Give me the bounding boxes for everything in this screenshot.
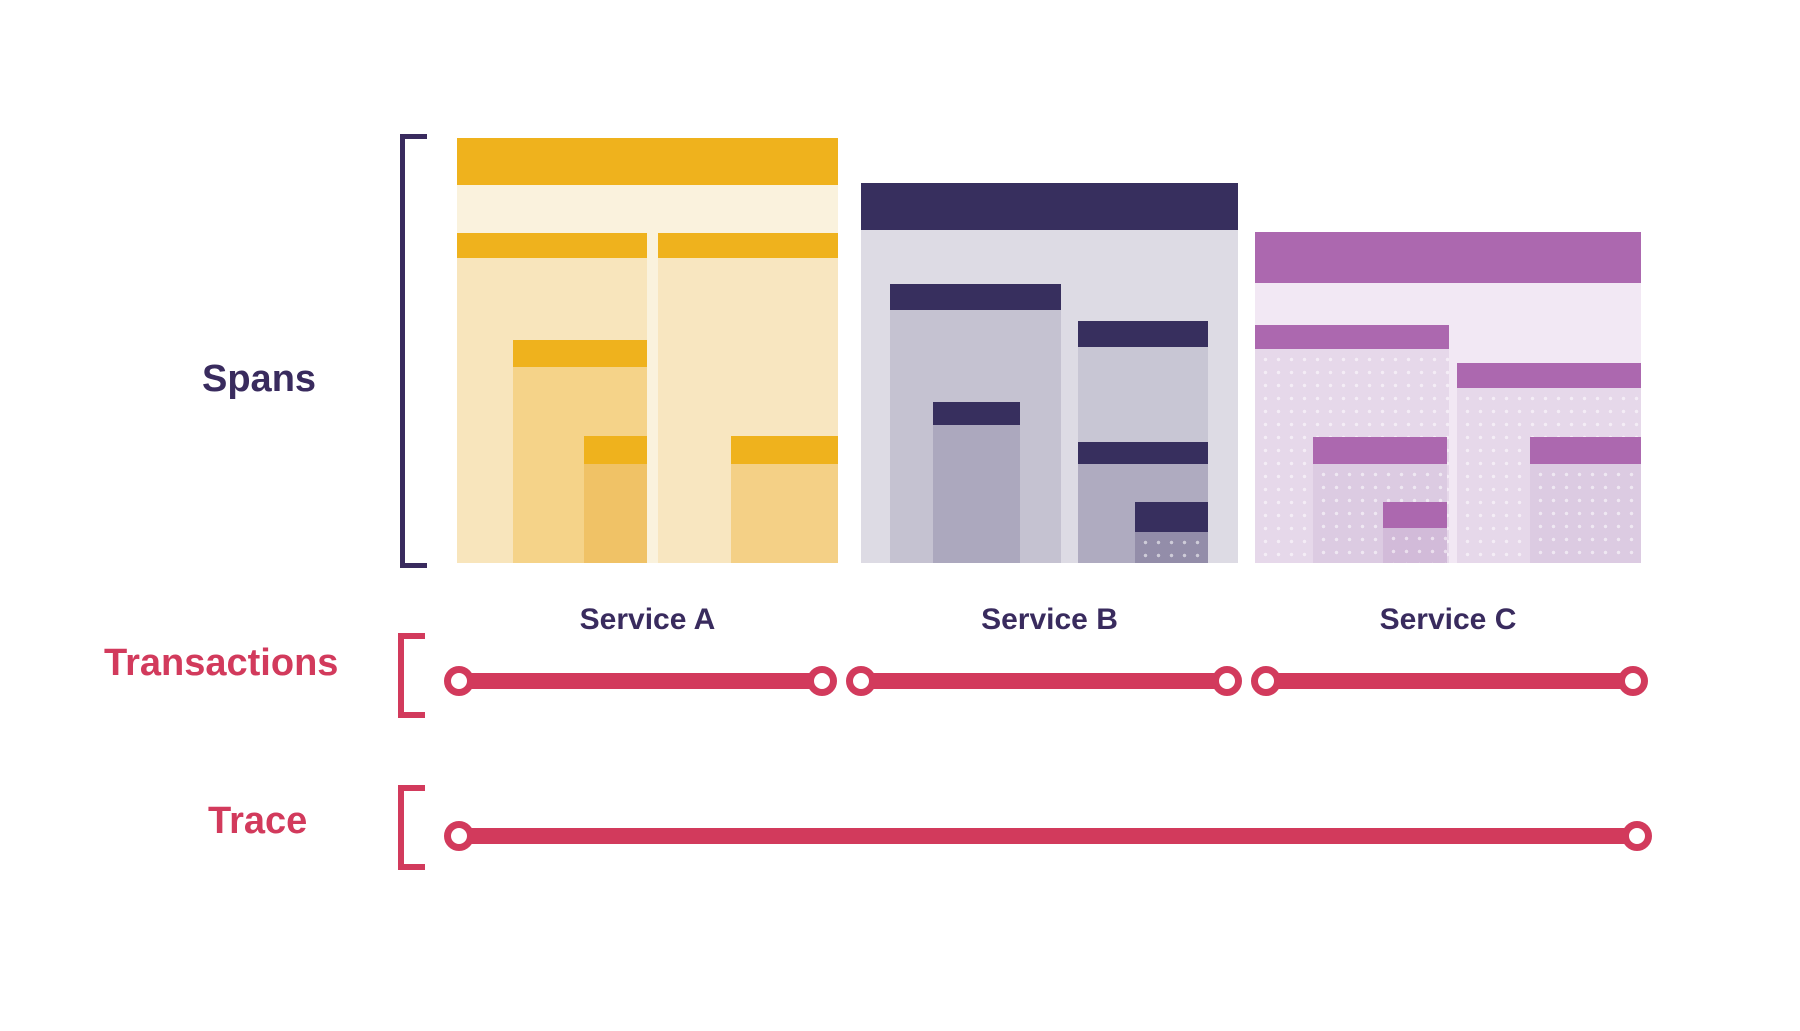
transaction-endpoint-circle [444,666,474,696]
transaction-endpoint-circle [1251,666,1281,696]
span-header [890,284,1061,310]
span-bar [1530,437,1641,563]
span-header [1530,437,1641,464]
span-header [731,436,838,464]
service-c-chart [1255,232,1641,563]
span-bar [933,402,1020,563]
span-body [1383,528,1447,563]
span-header [658,233,838,258]
spans-label: Spans [202,358,317,400]
service-c-label: Service C [1379,603,1517,636]
span-body [584,464,647,563]
span-body [1135,532,1208,563]
service-a-chart [457,138,838,563]
span-header [1255,325,1449,349]
span-bar [1135,502,1208,563]
service-a-label: Service A [579,603,716,636]
span-bar [584,436,647,563]
transaction-endpoint-circle [1212,666,1242,696]
transactions-label: Transactions [104,642,339,684]
trace-endpoint-circle [1622,821,1652,851]
spans-bracket [400,134,427,568]
span-header [1135,502,1208,532]
span-header [1313,437,1447,464]
span-header [1457,363,1641,388]
span-header [1255,232,1641,283]
transaction-line [1266,673,1633,689]
span-header [1078,321,1208,347]
span-bar [731,436,838,563]
span-body [1530,464,1641,563]
trace-endpoint-circle [444,821,474,851]
transaction-endpoint-circle [846,666,876,696]
transaction-line [459,673,822,689]
trace-bracket [398,785,425,870]
service-b-label: Service B [981,603,1118,636]
transaction-line [861,673,1227,689]
span-header [584,436,647,464]
transactions-bracket [398,633,425,718]
span-bar [1383,502,1447,563]
span-header [457,138,838,185]
trace-line [459,828,1637,844]
span-header [457,233,647,258]
trace-label: Trace [208,800,308,842]
span-header [1383,502,1447,528]
span-header [1078,442,1208,464]
span-body [731,464,838,563]
span-body [933,425,1020,563]
transaction-endpoint-circle [807,666,837,696]
transaction-endpoint-circle [1618,666,1648,696]
span-header [933,402,1020,425]
span-header [861,183,1238,230]
service-b-chart [861,183,1238,563]
span-header [513,340,647,367]
